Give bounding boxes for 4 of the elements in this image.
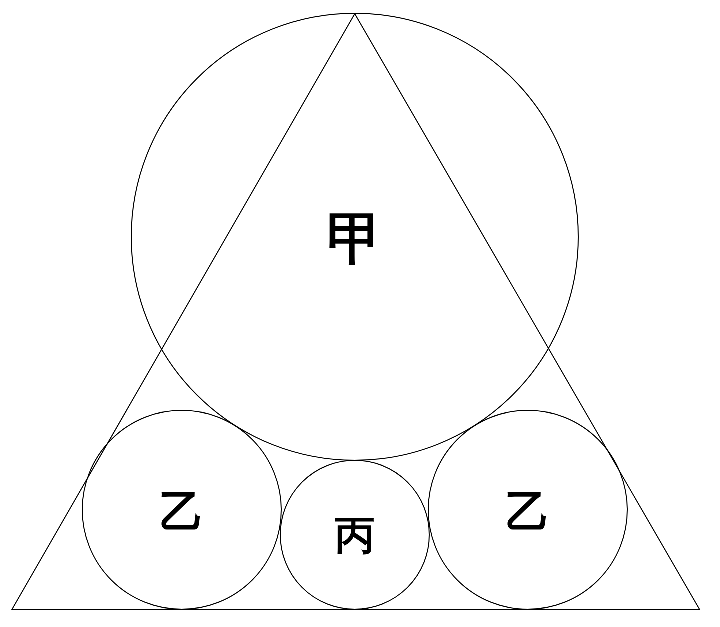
circle-label: 丙 [335,516,375,556]
circle-label: 甲 [327,212,383,268]
circle-label: 乙 [160,491,204,535]
circle-label: 乙 [506,491,550,535]
